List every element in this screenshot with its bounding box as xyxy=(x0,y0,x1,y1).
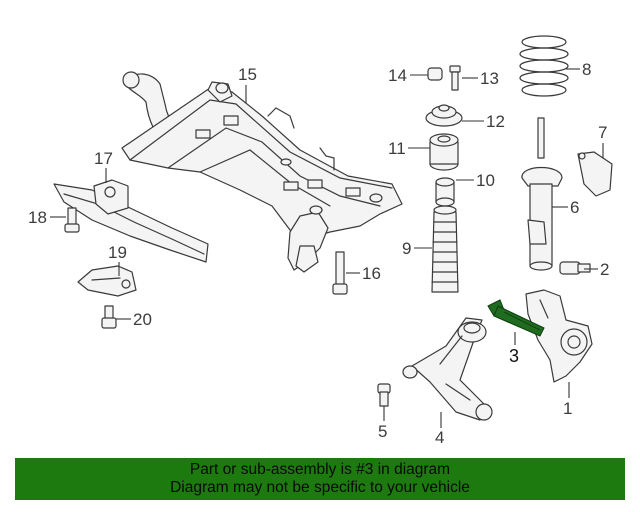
control-arm-4-part xyxy=(402,317,493,421)
callout-20: 20 xyxy=(133,310,152,329)
knuckle-1-part xyxy=(525,289,593,383)
callout-11: 11 xyxy=(388,139,406,158)
callout-14: 14 xyxy=(388,66,407,85)
bolt-20-part xyxy=(101,305,117,329)
bolt-3-part-highlighted xyxy=(487,299,545,337)
callout-8: 8 xyxy=(582,60,591,79)
subframe-part xyxy=(121,71,403,273)
callout-4: 4 xyxy=(435,428,444,447)
callout-15: 15 xyxy=(238,65,257,84)
bracket-19-part xyxy=(77,265,137,297)
info-banner: Part or sub-assembly is #3 in diagram Di… xyxy=(15,458,625,500)
callout-12: 12 xyxy=(486,112,505,131)
nut-14-part xyxy=(427,67,443,81)
callout-9: 9 xyxy=(402,239,411,258)
callout-18: 18 xyxy=(28,208,47,227)
callout-2: 2 xyxy=(600,260,609,279)
callout-19: 19 xyxy=(108,243,127,262)
callout-16: 16 xyxy=(362,264,381,283)
bracket-7-part xyxy=(577,151,613,197)
bolt-2-part xyxy=(559,261,591,275)
banner-line-2: Diagram may not be specific to your vehi… xyxy=(170,479,470,496)
callout-5: 5 xyxy=(378,422,387,441)
boot-9-part xyxy=(431,205,459,293)
spring-8-part xyxy=(519,35,569,97)
callout-10: 10 xyxy=(476,171,495,190)
strut-6-part xyxy=(521,117,563,271)
bolt-13-part xyxy=(449,65,461,91)
callout-6: 6 xyxy=(570,198,579,217)
bump-stop-10-part xyxy=(435,177,455,207)
bolt-16-part xyxy=(332,251,348,295)
callout-1: 1 xyxy=(563,399,572,418)
bolt-18-part xyxy=(64,207,80,233)
banner-line-1: Part or sub-assembly is #3 in diagram xyxy=(189,461,451,478)
bumper-11-part xyxy=(429,133,459,171)
callout-3: 3 xyxy=(509,346,519,366)
bolt-5-part xyxy=(377,383,391,407)
bracket-17-part xyxy=(53,179,209,263)
mount-12-part xyxy=(425,104,463,127)
callout-13: 13 xyxy=(480,69,499,88)
callout-17: 17 xyxy=(94,149,113,168)
leader-lines xyxy=(50,68,604,428)
callout-7: 7 xyxy=(598,123,607,142)
